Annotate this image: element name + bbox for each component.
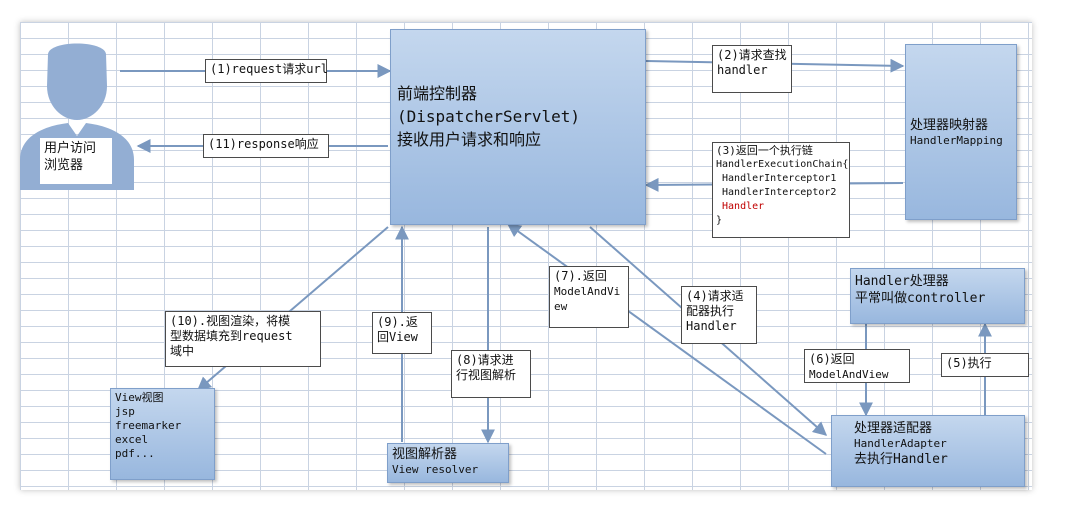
step-2-label: (2)请求查找 handler	[712, 45, 792, 93]
dispatcher-line: (DispatcherServlet)	[397, 107, 581, 126]
step-7-line: (7).返回	[554, 269, 607, 283]
view-line: excel	[115, 433, 149, 446]
handler-adapter-box: 处理器适配器 HandlerAdapter 去执行Handler	[831, 415, 1025, 487]
step-1-line: (1)request请求url	[210, 62, 328, 76]
step-4-line: Handler	[686, 319, 737, 333]
step-8-line: (8)请求进	[456, 353, 514, 367]
step-8-label: (8)请求进 行视图解析	[451, 350, 531, 398]
step-2-line: handler	[717, 63, 768, 77]
step-10-line: 型数据填充到request	[170, 329, 293, 343]
step-7-line: ew	[554, 300, 568, 313]
handler-mapping-line: 处理器映射器	[910, 118, 989, 133]
step-10-line: 域中	[170, 344, 195, 358]
step-6-line: (6)返回	[809, 352, 855, 366]
handler-adapter-line: 去执行Handler	[854, 452, 948, 467]
dispatcher-servlet-box: 前端控制器 (DispatcherServlet) 接收用户请求和响应	[390, 29, 646, 225]
step-3-label: (3)返回一个执行链 HandlerExecutionChain{ Handle…	[712, 142, 850, 238]
view-line: pdf...	[115, 447, 155, 460]
step-5-line: (5)执行	[946, 356, 992, 370]
step-3-line: HandlerInterceptor2	[716, 187, 837, 198]
dispatcher-line: 接收用户请求和响应	[397, 130, 542, 149]
handler-mapping-box: 处理器映射器 HandlerMapping	[905, 44, 1017, 220]
step-10-label: (10).视图渲染，将模 型数据填充到request 域中	[165, 311, 321, 367]
step-4-line: (4)请求适	[686, 289, 744, 303]
step-7-label: (7).返回 ModelAndVi ew	[549, 266, 629, 328]
step-2-line: (2)请求查找	[717, 48, 787, 62]
step-8-line: 行视图解析	[456, 368, 517, 382]
view-resolver-line: View resolver	[392, 463, 479, 476]
user-label-line: 浏览器	[44, 158, 84, 173]
handler-box-line: 平常叫做controller	[855, 291, 986, 306]
dispatcher-line: 前端控制器	[397, 84, 478, 103]
handler-mapping-line: HandlerMapping	[910, 134, 1003, 147]
step-5-label: (5)执行	[941, 353, 1029, 377]
step-11-line: (11)response响应	[208, 137, 319, 151]
step-3-handler-line: Handler	[716, 201, 765, 212]
view-line: freemarker	[115, 419, 182, 432]
view-line: jsp	[115, 405, 135, 418]
step-4-label: (4)请求适 配器执行 Handler	[681, 286, 757, 344]
view-line: View视图	[115, 391, 164, 404]
step-3-line: HandlerExecutionChain{	[716, 159, 849, 170]
step-9-label: (9).返 回View	[372, 312, 432, 354]
step-3-line: HandlerInterceptor1	[716, 173, 837, 184]
step-4-line: 配器执行	[686, 304, 735, 318]
handler-box: Handler处理器 平常叫做controller	[850, 268, 1025, 324]
step-3-line: (3)返回一个执行链	[716, 144, 813, 157]
handler-adapter-line: 处理器适配器	[854, 421, 933, 436]
handler-adapter-line: HandlerAdapter	[854, 437, 947, 450]
step-9-line: 回View	[377, 330, 418, 344]
step-6-label: (6)返回 ModelAndView	[804, 349, 910, 383]
handler-box-line: Handler处理器	[855, 274, 949, 289]
step-11-label: (11)response响应	[203, 134, 329, 158]
step-9-line: (9).返	[377, 315, 418, 329]
step-3-line: }	[716, 215, 723, 226]
step-10-line: (10).视图渲染，将模	[170, 314, 291, 328]
view-resolver-line: 视图解析器	[392, 447, 458, 462]
user-label-line: 用户访问	[44, 141, 97, 156]
user-node: 用户访问 浏览器	[10, 40, 140, 200]
step-6-line: ModelAndView	[809, 368, 889, 381]
step-1-label: (1)request请求url	[205, 59, 328, 83]
view-box: View视图 jsp freemarker excel pdf...	[110, 388, 215, 480]
person-silhouette-icon	[20, 43, 134, 190]
step-7-line: ModelAndVi	[554, 285, 621, 298]
view-resolver-box: 视图解析器 View resolver	[387, 443, 509, 483]
arrow-7	[506, 223, 827, 455]
